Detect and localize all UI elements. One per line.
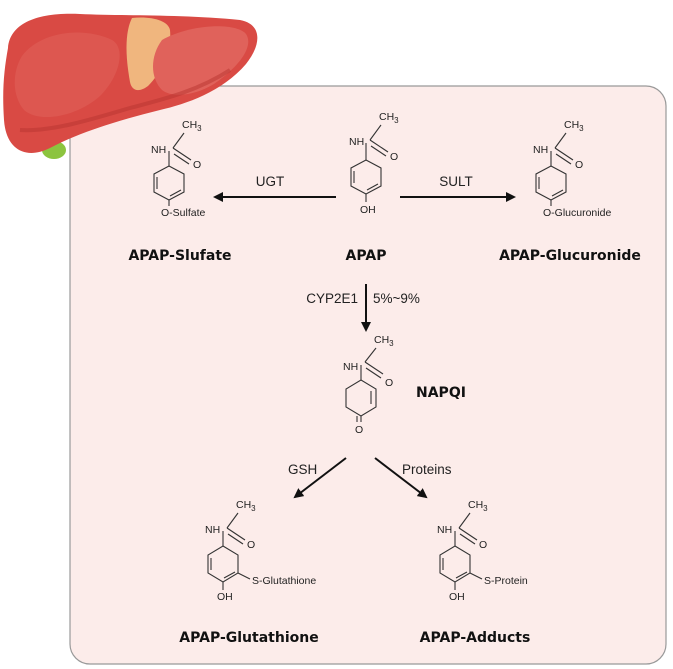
gsh-arrow <box>293 457 347 499</box>
apap-adducts-structure: CH3 NH O S-Protein OH <box>437 499 528 603</box>
diagram-panel <box>69 85 667 665</box>
carbonyl-o-label: O <box>247 539 255 551</box>
glucuronide-substituent: O-Glucuronide <box>543 207 611 219</box>
nh-label: NH <box>151 144 166 156</box>
nh-label: NH <box>343 361 358 373</box>
proteins-arrow <box>374 457 428 499</box>
carbonyl-o-label: O <box>193 159 201 171</box>
sult-label: SULT <box>439 174 473 189</box>
liver-icon <box>3 13 258 159</box>
ch3-label: CH3 <box>182 119 202 133</box>
nh-label: NH <box>533 144 548 156</box>
oh-label: OH <box>449 591 465 603</box>
apap-glucuronide-name: APAP-Glucuronide <box>499 248 641 264</box>
apap-structure: CH3 NH O OH <box>349 111 399 216</box>
napqi-name: NAPQI <box>416 385 466 401</box>
gsh-label: GSH <box>288 462 317 477</box>
cyp2e1-label: CYP2E1 <box>306 291 358 306</box>
ch3-label: CH3 <box>236 499 256 513</box>
apap-name: APAP <box>346 248 387 264</box>
carbonyl-o-label: O <box>575 159 583 171</box>
napqi-structure: CH3 NH O O <box>343 334 394 436</box>
proteins-label: Proteins <box>402 462 452 477</box>
apap-adducts-name: APAP-Adducts <box>420 630 531 646</box>
apap-glutathione-name: APAP-Glutathione <box>179 630 318 646</box>
quinone-o-label: O <box>355 424 363 436</box>
glutathione-substituent: S-Glutathione <box>252 575 316 587</box>
nh-label: NH <box>437 524 452 536</box>
apap-glutathione-structure: CH3 NH O S-Glutathione OH <box>205 499 316 603</box>
ch3-label: CH3 <box>374 334 394 348</box>
oh-label: OH <box>217 591 233 603</box>
carbonyl-o-label: O <box>385 377 393 389</box>
apap-sulfate-structure: CH3 NH O O-Sulfate <box>151 119 206 219</box>
ch3-label: CH3 <box>468 499 488 513</box>
protein-substituent: S-Protein <box>484 575 528 587</box>
carbonyl-o-label: O <box>390 151 398 163</box>
apap-sulfate-name: APAP-Slufate <box>128 248 231 264</box>
ch3-label: CH3 <box>564 119 584 133</box>
nh-label: NH <box>349 136 364 148</box>
apap-glucuronide-structure: CH3 NH O O-Glucuronide <box>533 119 611 219</box>
percent-label: 5%~9% <box>373 291 420 306</box>
apap-oh-label: OH <box>360 204 376 216</box>
nh-label: NH <box>205 524 220 536</box>
ugt-label: UGT <box>256 174 285 189</box>
sulfate-substituent: O-Sulfate <box>161 207 206 219</box>
carbonyl-o-label: O <box>479 539 487 551</box>
ch3-label: CH3 <box>379 111 399 125</box>
